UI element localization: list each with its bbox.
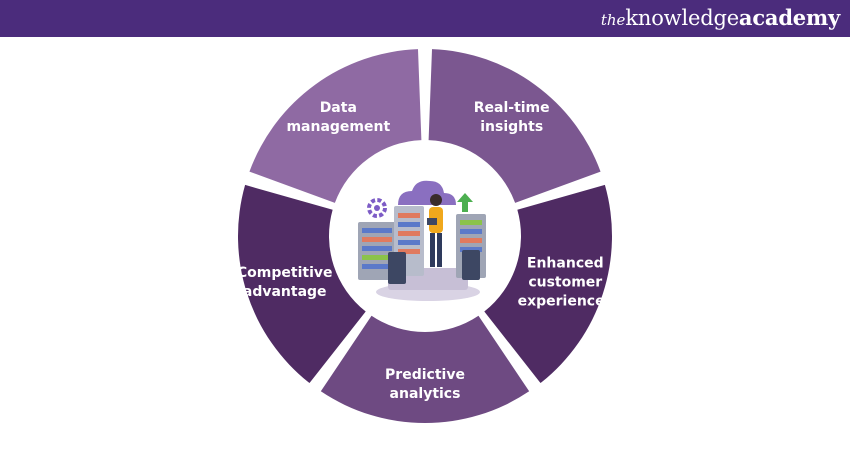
segment-real-time-insights <box>428 49 601 203</box>
segment-label-line: Enhanced <box>527 256 604 272</box>
segment-enhanced-customer-experiences <box>484 184 613 384</box>
segment-label-line: experiences <box>518 294 613 310</box>
brand-logo[interactable]: theknowledgeacademy <box>601 5 840 33</box>
segment-label-line: insights <box>480 119 543 135</box>
segment-label-line: analytics <box>390 386 461 402</box>
benefits-cycle-diagram: Competitive advantage Data management Real-t… <box>237 49 613 424</box>
segment-label-line: Predictive <box>385 367 465 383</box>
segment-label-enhanced-customer-experiences: Enhanced customer experiences <box>518 256 613 310</box>
segment-label-data-management: Data management <box>286 100 390 135</box>
segment-data-management <box>249 49 422 203</box>
segment-label-line: Real-time <box>474 100 550 116</box>
segment-label-line: Data <box>320 100 357 116</box>
segment-label-line: Competitive <box>237 265 333 281</box>
data-center-illustration-icon <box>358 180 486 301</box>
brand-name-light: knowledge <box>625 6 739 30</box>
brand-prefix: the <box>600 11 626 29</box>
center-circle <box>333 144 517 328</box>
segment-label-competitive-advantage: Competitive advantage <box>237 265 333 300</box>
segment-predictive-analytics <box>320 315 530 424</box>
segment-label-predictive-analytics: Predictive analytics <box>385 367 465 402</box>
segment-label-line: management <box>286 119 390 135</box>
brand-name-bold: academy <box>738 5 840 30</box>
segment-label-line: customer <box>528 275 602 291</box>
header-bar: theknowledgeacademy <box>0 0 850 37</box>
segment-label-line: advantage <box>243 284 327 300</box>
segment-competitive-advantage <box>238 184 366 384</box>
segment-label-real-time-insights: Real-time insights <box>474 100 550 135</box>
